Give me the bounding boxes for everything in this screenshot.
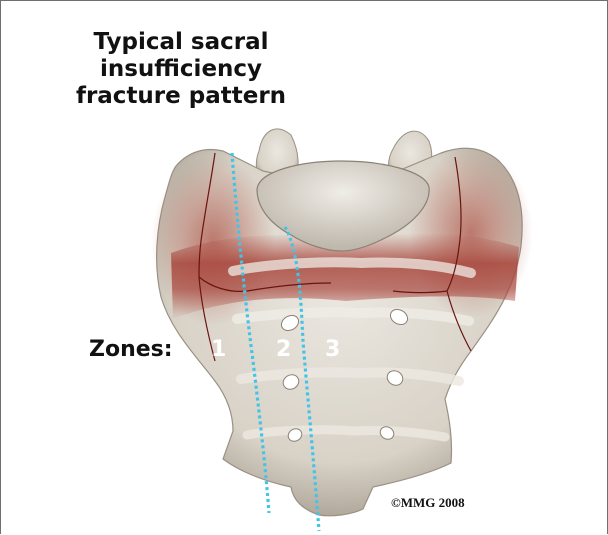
title-line-1: Typical sacral (61, 29, 301, 56)
zones-caption: Zones: (89, 337, 173, 363)
diagram-title: Typical sacral insufficiency fracture pa… (61, 29, 301, 110)
title-line-3: fracture pattern (61, 83, 301, 110)
zone-label-3: 3 (325, 337, 340, 363)
copyright-notice: ©MMG 2008 (391, 495, 465, 511)
zone-label-2: 2 (276, 337, 291, 363)
zone-label-1: 1 (211, 337, 226, 363)
title-line-2: insufficiency (61, 56, 301, 83)
